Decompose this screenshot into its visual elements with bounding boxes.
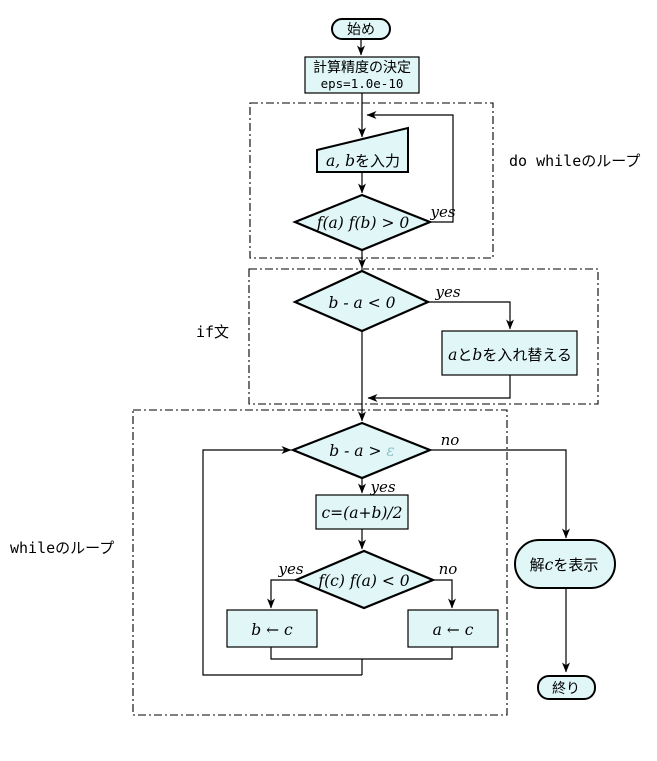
edge-cond-order-yes-to-swap bbox=[428, 301, 514, 330]
if-statement-region bbox=[248, 268, 599, 405]
precision-label-line2: eps=1.0e-10 bbox=[321, 76, 404, 91]
assign-a-process bbox=[407, 609, 499, 648]
while-loop-region bbox=[132, 409, 508, 716]
display-c-label: 解cを表示 bbox=[530, 556, 599, 574]
do-while-loop-label: do whileのループ bbox=[509, 152, 640, 170]
end-label: 終り bbox=[552, 681, 580, 697]
edge-cond-width-no-to-display bbox=[430, 449, 570, 539]
edge-cond-signs-yes-loopback bbox=[366, 111, 454, 223]
assign-b-label: b ← c bbox=[251, 621, 293, 639]
cond-width-yes-label: yes bbox=[369, 478, 395, 496]
edge-sign-change-yes-to-assign-b bbox=[267, 579, 296, 609]
do-while-loop-region bbox=[249, 102, 494, 259]
cond-order-label: b - a < 0 bbox=[329, 294, 396, 312]
cond-signs-label: f(a) f(b) > 0 bbox=[316, 214, 410, 232]
input-ab-shape bbox=[316, 126, 409, 173]
display-c-shape bbox=[514, 539, 616, 589]
swap-label: aとbを入れ替える bbox=[448, 346, 572, 364]
input-ab-label: a, bを入力 bbox=[326, 152, 400, 170]
assign-b-process bbox=[226, 609, 318, 648]
edge-sign-change-no-to-assign-a bbox=[433, 579, 456, 609]
cond-width-no-label: no bbox=[441, 431, 460, 449]
cond-width-label: b - a > ε bbox=[329, 442, 394, 460]
while-loop-label: whileのループ bbox=[10, 539, 114, 557]
swap-process bbox=[441, 330, 578, 376]
edge-swap-to-mainline bbox=[367, 375, 511, 402]
if-statement-label: if文 bbox=[196, 323, 229, 341]
edge-while-loopback bbox=[202, 446, 362, 676]
midpoint-label: c=(a+b)/2 bbox=[322, 504, 403, 522]
cond-sign-change-diamond bbox=[293, 549, 436, 610]
cond-order-yes-label: yes bbox=[434, 283, 460, 301]
cond-sign-change-label: f(c) f(a) < 0 bbox=[317, 572, 409, 590]
sign-change-no-label: no bbox=[439, 560, 458, 578]
edge-assign-merge bbox=[270, 647, 453, 660]
cond-signs-yes-label: yes bbox=[429, 203, 455, 221]
end-terminal bbox=[537, 675, 596, 700]
assign-a-label: a ← c bbox=[433, 621, 474, 639]
start-label: 始め bbox=[347, 22, 375, 38]
cond-width-diamond bbox=[290, 421, 433, 480]
start-terminal bbox=[331, 18, 391, 40]
midpoint-process bbox=[315, 494, 409, 530]
sign-change-yes-label: yes bbox=[277, 560, 303, 578]
cond-signs-diamond bbox=[292, 193, 433, 252]
cond-order-diamond bbox=[292, 269, 431, 333]
precision-process bbox=[304, 56, 420, 94]
precision-label-line1: 計算精度の決定 bbox=[313, 60, 411, 76]
